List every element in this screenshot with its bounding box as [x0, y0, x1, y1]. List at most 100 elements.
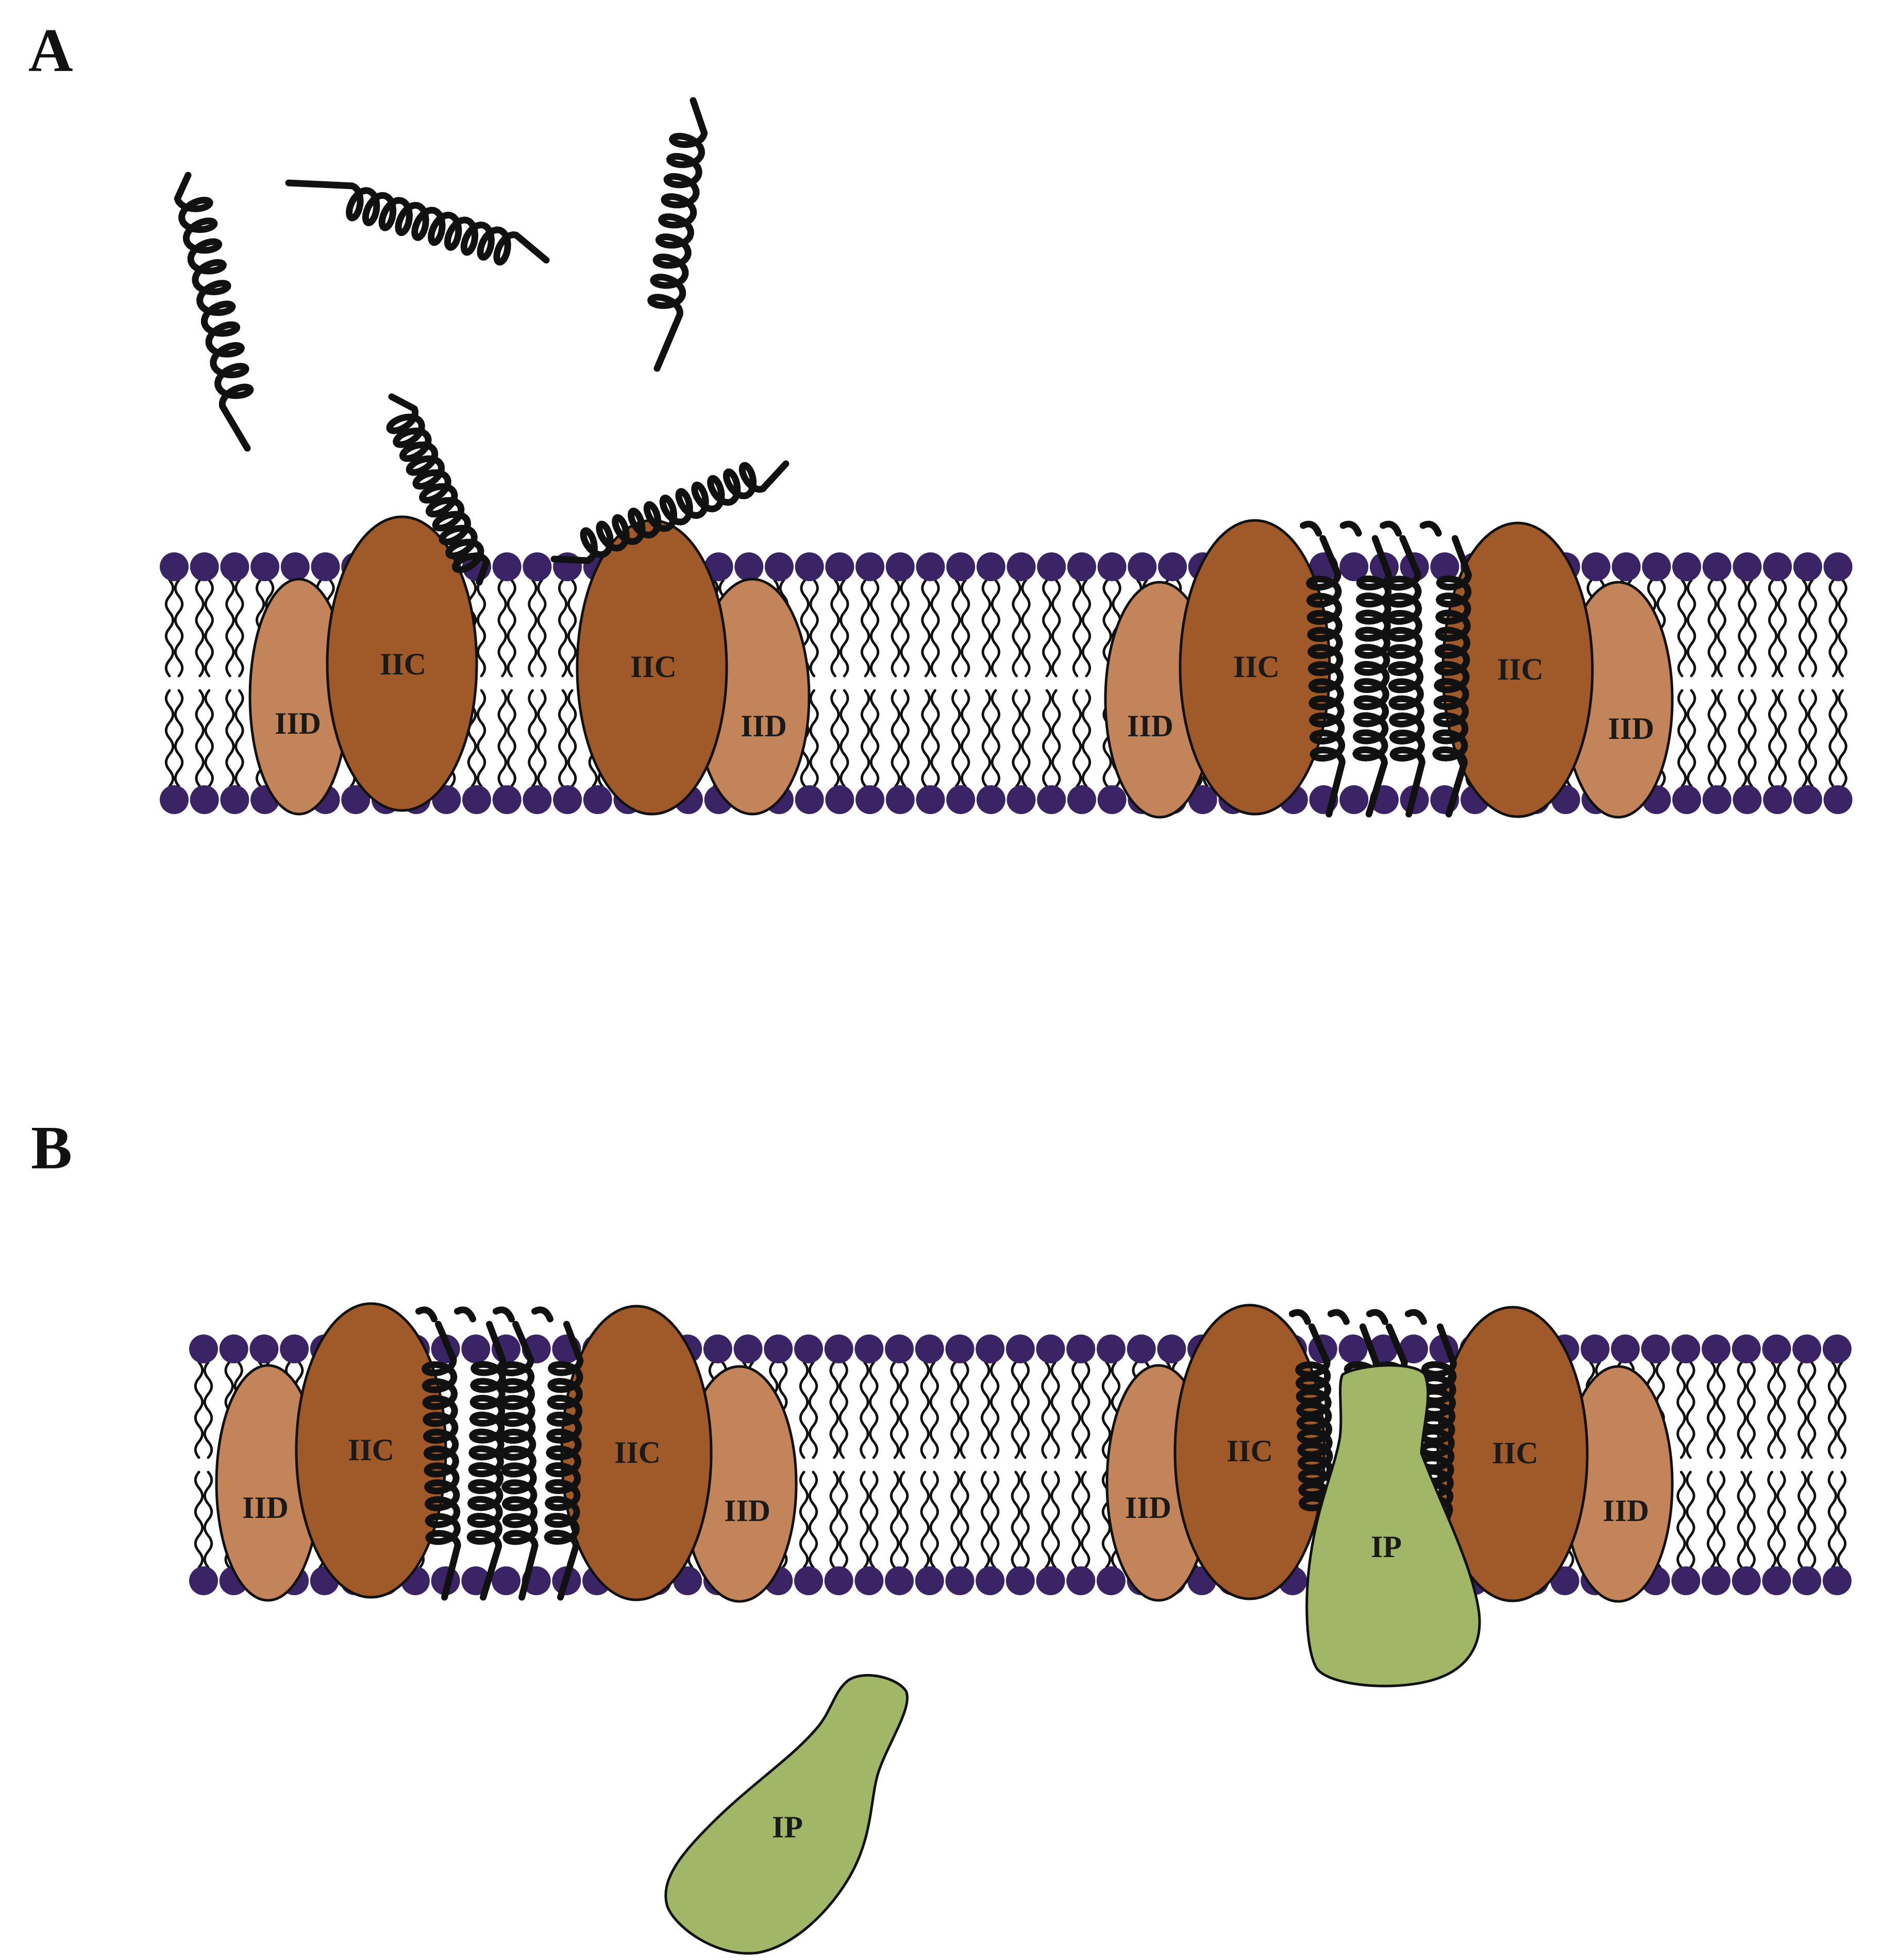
- iid-label: IID: [275, 706, 321, 740]
- peptide-helix: [1352, 535, 1392, 818]
- lipid-head: [1036, 1566, 1065, 1595]
- lipid-tail: [234, 689, 244, 788]
- ip-label: IP: [772, 1810, 803, 1844]
- lipid-head: [945, 1334, 975, 1363]
- lipid-tail: [990, 579, 1001, 678]
- lipid-tail: [1798, 579, 1808, 678]
- lipid-head: [1097, 1334, 1126, 1363]
- lipid-tail: [1011, 1361, 1021, 1459]
- lipid-head: [280, 1334, 309, 1363]
- lipid-tail: [1686, 689, 1697, 788]
- lipid-head: [1097, 785, 1127, 814]
- lipid-tail: [869, 579, 880, 678]
- lipid-tail: [869, 1361, 879, 1459]
- peptide-helix: [466, 1321, 507, 1601]
- complex-b2: IID IIC IIC IID IP: [1105, 1304, 1674, 1687]
- lipid-tail: [1807, 579, 1818, 678]
- lipid-head: [523, 785, 552, 814]
- lipid-tail: [869, 1471, 879, 1569]
- lipid-tail: [1072, 579, 1082, 678]
- lipid-tail: [929, 1361, 939, 1459]
- lipid-head: [704, 552, 733, 581]
- peptide-pore: [415, 1306, 584, 1601]
- lipid-head: [1733, 552, 1762, 581]
- lipid-head: [583, 785, 612, 814]
- lipid-tail: [950, 1361, 960, 1459]
- lipid-tail: [839, 689, 849, 788]
- lipid-head: [976, 1334, 1005, 1363]
- iic-protein: [560, 1305, 713, 1601]
- lipid-tail: [1081, 1471, 1090, 1569]
- complex-a3: IID IIC IIC IID: [1104, 519, 1674, 819]
- lipid-head: [220, 785, 249, 814]
- lipid-tail: [1777, 689, 1787, 788]
- peptide-helix: [499, 1321, 539, 1601]
- lipid-tail: [558, 689, 568, 788]
- lipid-tail: [1072, 689, 1082, 788]
- lipid-head: [885, 552, 915, 581]
- lipid-tail: [1706, 1361, 1717, 1459]
- lipid-head: [734, 552, 764, 581]
- lipid-head: [976, 1566, 1005, 1595]
- lipid-tail: [1686, 1471, 1695, 1569]
- lipid-tail: [1011, 1471, 1021, 1569]
- lipid-tail: [838, 1471, 848, 1569]
- lipid-tail: [1717, 579, 1726, 678]
- lipid-head: [1157, 1334, 1186, 1363]
- lipid-tail: [1050, 1361, 1060, 1459]
- lipid-tail: [1828, 689, 1838, 788]
- iid-label: IID: [724, 1494, 770, 1528]
- lipid-tail: [1012, 689, 1021, 788]
- lipid-tail: [507, 579, 516, 678]
- lipid-head: [1127, 1334, 1156, 1363]
- lipid-tail: [1738, 689, 1748, 788]
- lipid-tail: [1677, 689, 1687, 788]
- lipid-tail: [1676, 1361, 1686, 1459]
- lipid-head: [1005, 1334, 1035, 1363]
- lipid-tail: [929, 1471, 939, 1569]
- lipid-head: [1611, 552, 1641, 581]
- lipid-head: [462, 785, 491, 814]
- lipid-head: [1763, 785, 1792, 814]
- iic-protein: [326, 515, 478, 812]
- lipid-tail: [900, 579, 910, 678]
- complex-a2: IIC IID: [576, 519, 811, 816]
- iic-label: IIC: [1497, 652, 1543, 686]
- lipid-tail: [1767, 1361, 1777, 1459]
- iid-label: IID: [1125, 1491, 1171, 1525]
- peptide-end: [493, 1306, 515, 1323]
- lipid-tail: [808, 1471, 818, 1569]
- lipid-head: [885, 785, 915, 814]
- lipid-tail: [809, 689, 819, 788]
- lipid-tail: [1042, 579, 1052, 678]
- lipid-tail: [476, 689, 486, 788]
- lipid-head: [1006, 552, 1036, 581]
- lipid-tail: [1686, 1361, 1695, 1459]
- lipid-head: [1823, 552, 1853, 581]
- lipid-head: [855, 785, 885, 814]
- lipid-tail: [1012, 579, 1021, 678]
- lipid-tail: [1021, 579, 1031, 678]
- lipid-head: [765, 552, 794, 581]
- lipid-head: [764, 1334, 793, 1363]
- peptide-end: [1289, 1309, 1311, 1325]
- peptide-pore: [1300, 520, 1472, 818]
- lipid-tail: [1827, 1471, 1838, 1569]
- lipid-head: [916, 552, 945, 581]
- iid-label: IID: [1603, 1494, 1649, 1528]
- peptide-end: [1419, 520, 1442, 537]
- lipid-tail: [1081, 1361, 1090, 1459]
- lipid-head: [341, 785, 371, 814]
- lipid-tail: [1686, 579, 1697, 678]
- lipid-head: [854, 1566, 884, 1595]
- lipid-tail: [1806, 1361, 1817, 1459]
- lipid-tail: [1081, 689, 1091, 788]
- lipid-tail: [989, 1361, 1000, 1459]
- lipid-tail: [930, 579, 940, 678]
- lipid-head: [795, 785, 824, 814]
- peptide-end: [1380, 520, 1402, 537]
- lipid-tail: [951, 579, 961, 678]
- lipid-tail: [860, 1471, 869, 1569]
- lipid-head: [1006, 785, 1036, 814]
- lipid-tail: [1716, 1361, 1726, 1459]
